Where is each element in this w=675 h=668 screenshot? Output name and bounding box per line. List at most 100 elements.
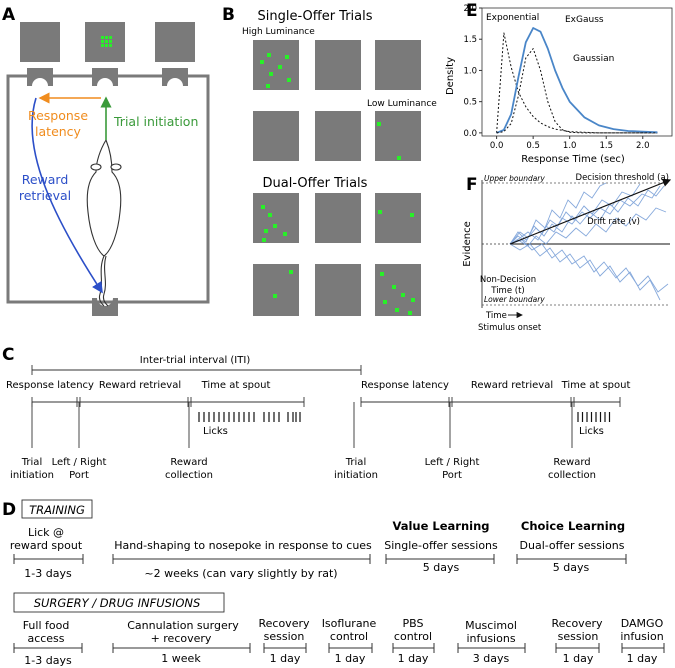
- c2-port-2: Port: [442, 470, 462, 481]
- c1-reward-2: collection: [165, 470, 213, 481]
- stim-d1-mid: [315, 193, 361, 243]
- c2-reward-retrieval: Reward retrieval: [471, 380, 553, 391]
- svg-text:control: control: [394, 630, 432, 643]
- stim-s2-right: [375, 111, 421, 161]
- c1-port-2: Port: [69, 470, 89, 481]
- response-latency-label-2: latency: [35, 124, 82, 139]
- svg-text:1-3 days: 1-3 days: [24, 567, 72, 580]
- reward-retrieval-arrow: [31, 97, 103, 294]
- c2-port-1: Left / Right: [425, 457, 480, 468]
- panel-b-letter: B: [222, 5, 235, 25]
- chart-e-series: [496, 27, 658, 134]
- panel-d-letter: D: [2, 500, 16, 520]
- reward-retrieval-label-2: retrieval: [19, 188, 71, 203]
- y-tick-label: 1.0: [463, 66, 477, 76]
- c1-response-latency: Response latency: [6, 380, 94, 391]
- c1-trial-init-1: Trial: [21, 457, 42, 468]
- svg-text:Full food: Full food: [23, 619, 70, 632]
- surgery-stage-1: Full food access 1-3 days: [13, 619, 83, 667]
- c2-reward-1: Reward: [553, 457, 590, 468]
- svg-text:session: session: [264, 630, 305, 643]
- lick-marks-2: [577, 412, 611, 422]
- stimulus-dots: [260, 53, 415, 315]
- panel-f-letter: F: [466, 175, 478, 195]
- panel-b: B Single-Offer Trials High Luminance Low…: [222, 5, 437, 316]
- series-exgauss: [496, 27, 658, 134]
- svg-text:infusion: infusion: [620, 630, 663, 643]
- c2-time-at-spout: Time at spout: [561, 380, 631, 391]
- svg-text:1 day: 1 day: [270, 652, 301, 665]
- c1-licks-label: Licks: [203, 426, 228, 437]
- svg-text:5 days: 5 days: [553, 561, 590, 574]
- svg-text:1 day: 1 day: [563, 652, 594, 665]
- panel-a-letter: A: [2, 5, 16, 25]
- svg-text:Dual-offer sessions: Dual-offer sessions: [520, 539, 625, 552]
- label-exponential: Exponential: [486, 13, 539, 23]
- choice-learning-title: Choice Learning: [521, 519, 625, 533]
- series-gaussian: [496, 48, 658, 134]
- f-nondecision-1: Non-Decision: [480, 275, 536, 285]
- svg-text:session: session: [558, 630, 599, 643]
- svg-text:PBS: PBS: [403, 617, 424, 630]
- svg-text:Recovery: Recovery: [258, 617, 309, 630]
- f-time-label: Time: [485, 311, 507, 321]
- center-cue-dots: [101, 36, 112, 47]
- panel-d: D TRAINING Value Learning Choice Learnin…: [2, 499, 665, 667]
- svg-text:~2 weeks (can vary slightly by: ~2 weeks (can vary slightly by rat): [144, 567, 337, 580]
- svg-text:1 day: 1 day: [335, 652, 366, 665]
- cue-screen-right: [155, 22, 195, 62]
- value-learning-title: Value Learning: [392, 519, 489, 533]
- f-upper-label: Upper boundary: [484, 174, 545, 183]
- iti-label: Inter-trial interval (ITI): [140, 355, 251, 366]
- training-stage-1: Lick @ reward spout 1-3 days: [10, 526, 84, 580]
- reward-spout: [92, 298, 118, 316]
- lick-marks-1: [198, 412, 301, 422]
- f-drift-label: Drift rate (v): [587, 217, 640, 227]
- svg-text:Cannulation surgery: Cannulation surgery: [127, 619, 239, 632]
- c2-reward-2: collection: [548, 470, 596, 481]
- stim-s2-mid: [315, 111, 361, 161]
- response-latency-label-1: Response: [28, 108, 88, 123]
- stim-s1-mid: [315, 40, 361, 90]
- c1-port-1: Left / Right: [52, 457, 107, 468]
- c2-licks-label: Licks: [579, 426, 604, 437]
- svg-text:reward spout: reward spout: [10, 539, 83, 552]
- svg-text:control: control: [330, 630, 368, 643]
- panel-f: F Upper boundary Decision threshold (a) …: [462, 173, 672, 333]
- c1-reward-retrieval: Reward retrieval: [99, 380, 181, 391]
- svg-text:1 week: 1 week: [161, 652, 201, 665]
- chart-e-ylabel: Density: [445, 57, 456, 95]
- x-tick-label: 0.0: [490, 141, 504, 151]
- f-onset-label: Stimulus onset: [478, 323, 542, 333]
- f-nondecision-2: Time (t): [490, 286, 524, 296]
- svg-text:Muscimol: Muscimol: [465, 619, 517, 632]
- surgery-box: [13, 592, 225, 613]
- nose-port-center: [92, 68, 118, 86]
- training-stage-3: Single-offer sessions 5 days: [384, 539, 498, 574]
- surgery-stage-3: Recovery session 1 day: [258, 617, 309, 665]
- svg-text:1-3 days: 1-3 days: [24, 654, 72, 667]
- drift-arrow: [509, 178, 672, 245]
- c1-time-at-spout: Time at spout: [201, 380, 271, 391]
- x-tick-label: 1.0: [563, 141, 577, 151]
- svg-text:5 days: 5 days: [423, 561, 460, 574]
- y-tick-label: 2.0: [463, 4, 477, 14]
- label-gaussian: Gaussian: [573, 54, 614, 64]
- f-evidence-label: Evidence: [462, 221, 473, 267]
- svg-text:Lick @: Lick @: [28, 526, 64, 539]
- chart-e-frame: [481, 7, 673, 137]
- c1-reward-1: Reward: [170, 457, 207, 468]
- label-exgauss: ExGauss: [565, 15, 604, 25]
- stim-s2-left: [253, 111, 299, 161]
- surgery-stage-7: Recovery session 1 day: [551, 617, 602, 665]
- c2-response-latency: Response latency: [361, 380, 449, 391]
- panel-c: C Inter-trial interval (ITI) Response la…: [2, 345, 630, 481]
- surgery-stage-5: PBS control 1 day: [392, 617, 435, 665]
- training-title: TRAINING: [29, 503, 85, 517]
- low-luminance-label: Low Luminance: [367, 99, 437, 109]
- x-tick-label: 2.0: [636, 141, 650, 151]
- svg-text:+ recovery: + recovery: [151, 632, 212, 645]
